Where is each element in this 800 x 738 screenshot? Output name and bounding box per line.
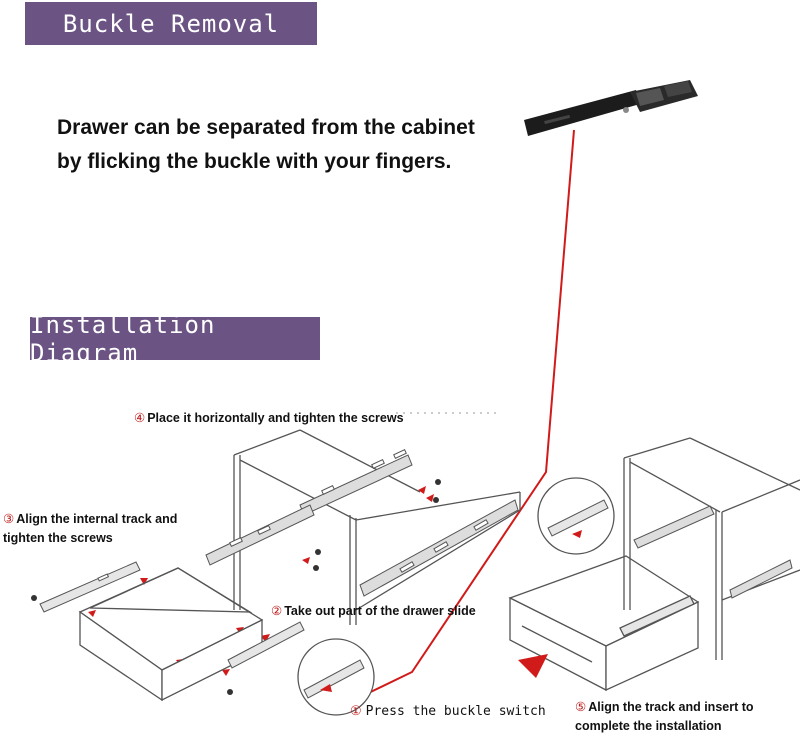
description-line-2: by flicking the buckle with your fingers… — [57, 150, 452, 173]
step-2-text: Take out part of the drawer slide — [284, 604, 476, 618]
insert-direction-arrow — [518, 654, 548, 678]
buckle-photo — [524, 80, 698, 136]
right-cabinet — [623, 437, 800, 660]
buckle-detail-left — [297, 638, 375, 716]
installation-diagram-banner: Installation Diagram — [30, 311, 320, 367]
separated-slide — [227, 621, 305, 669]
step-4-number: ④ — [134, 411, 146, 425]
step-3-text-line-2: tighten the screws — [3, 531, 113, 545]
internal-track — [39, 561, 141, 613]
installation-diagram-title: Installation Diagram — [30, 310, 216, 367]
screw-markers — [31, 479, 441, 695]
cabinet-slide-right — [359, 499, 519, 597]
left-drawer — [78, 567, 264, 702]
step-5-number: ⑤ — [575, 700, 587, 714]
step-4-text: Place it horizontally and tighten the sc… — [147, 411, 404, 425]
description-line-1: Drawer can be separated from the cabinet — [57, 116, 475, 139]
step-1-text: Press the buckle switch — [365, 704, 546, 719]
step-2-number: ② — [271, 604, 283, 618]
step-3-text: Align the internal track and — [16, 512, 178, 526]
buckle-detail-right — [537, 477, 615, 555]
buckle-removal-banner: Buckle Removal — [25, 2, 317, 45]
cabinet-slide-top — [205, 448, 413, 566]
left-cabinet — [233, 429, 521, 625]
step-1-number: ① — [350, 704, 362, 719]
step-3-number: ③ — [3, 512, 15, 526]
step-5-text: Align the track and insert to — [588, 700, 754, 714]
buckle-pointer-line — [353, 129, 575, 701]
buckle-removal-title: Buckle Removal — [62, 9, 280, 38]
step-5-text-line-2: complete the installation — [575, 719, 722, 733]
buckle-removal-description: Drawer can be separated from the cabinet… — [57, 111, 475, 179]
right-cabinet-slides — [633, 505, 793, 599]
right-drawer — [508, 555, 700, 692]
